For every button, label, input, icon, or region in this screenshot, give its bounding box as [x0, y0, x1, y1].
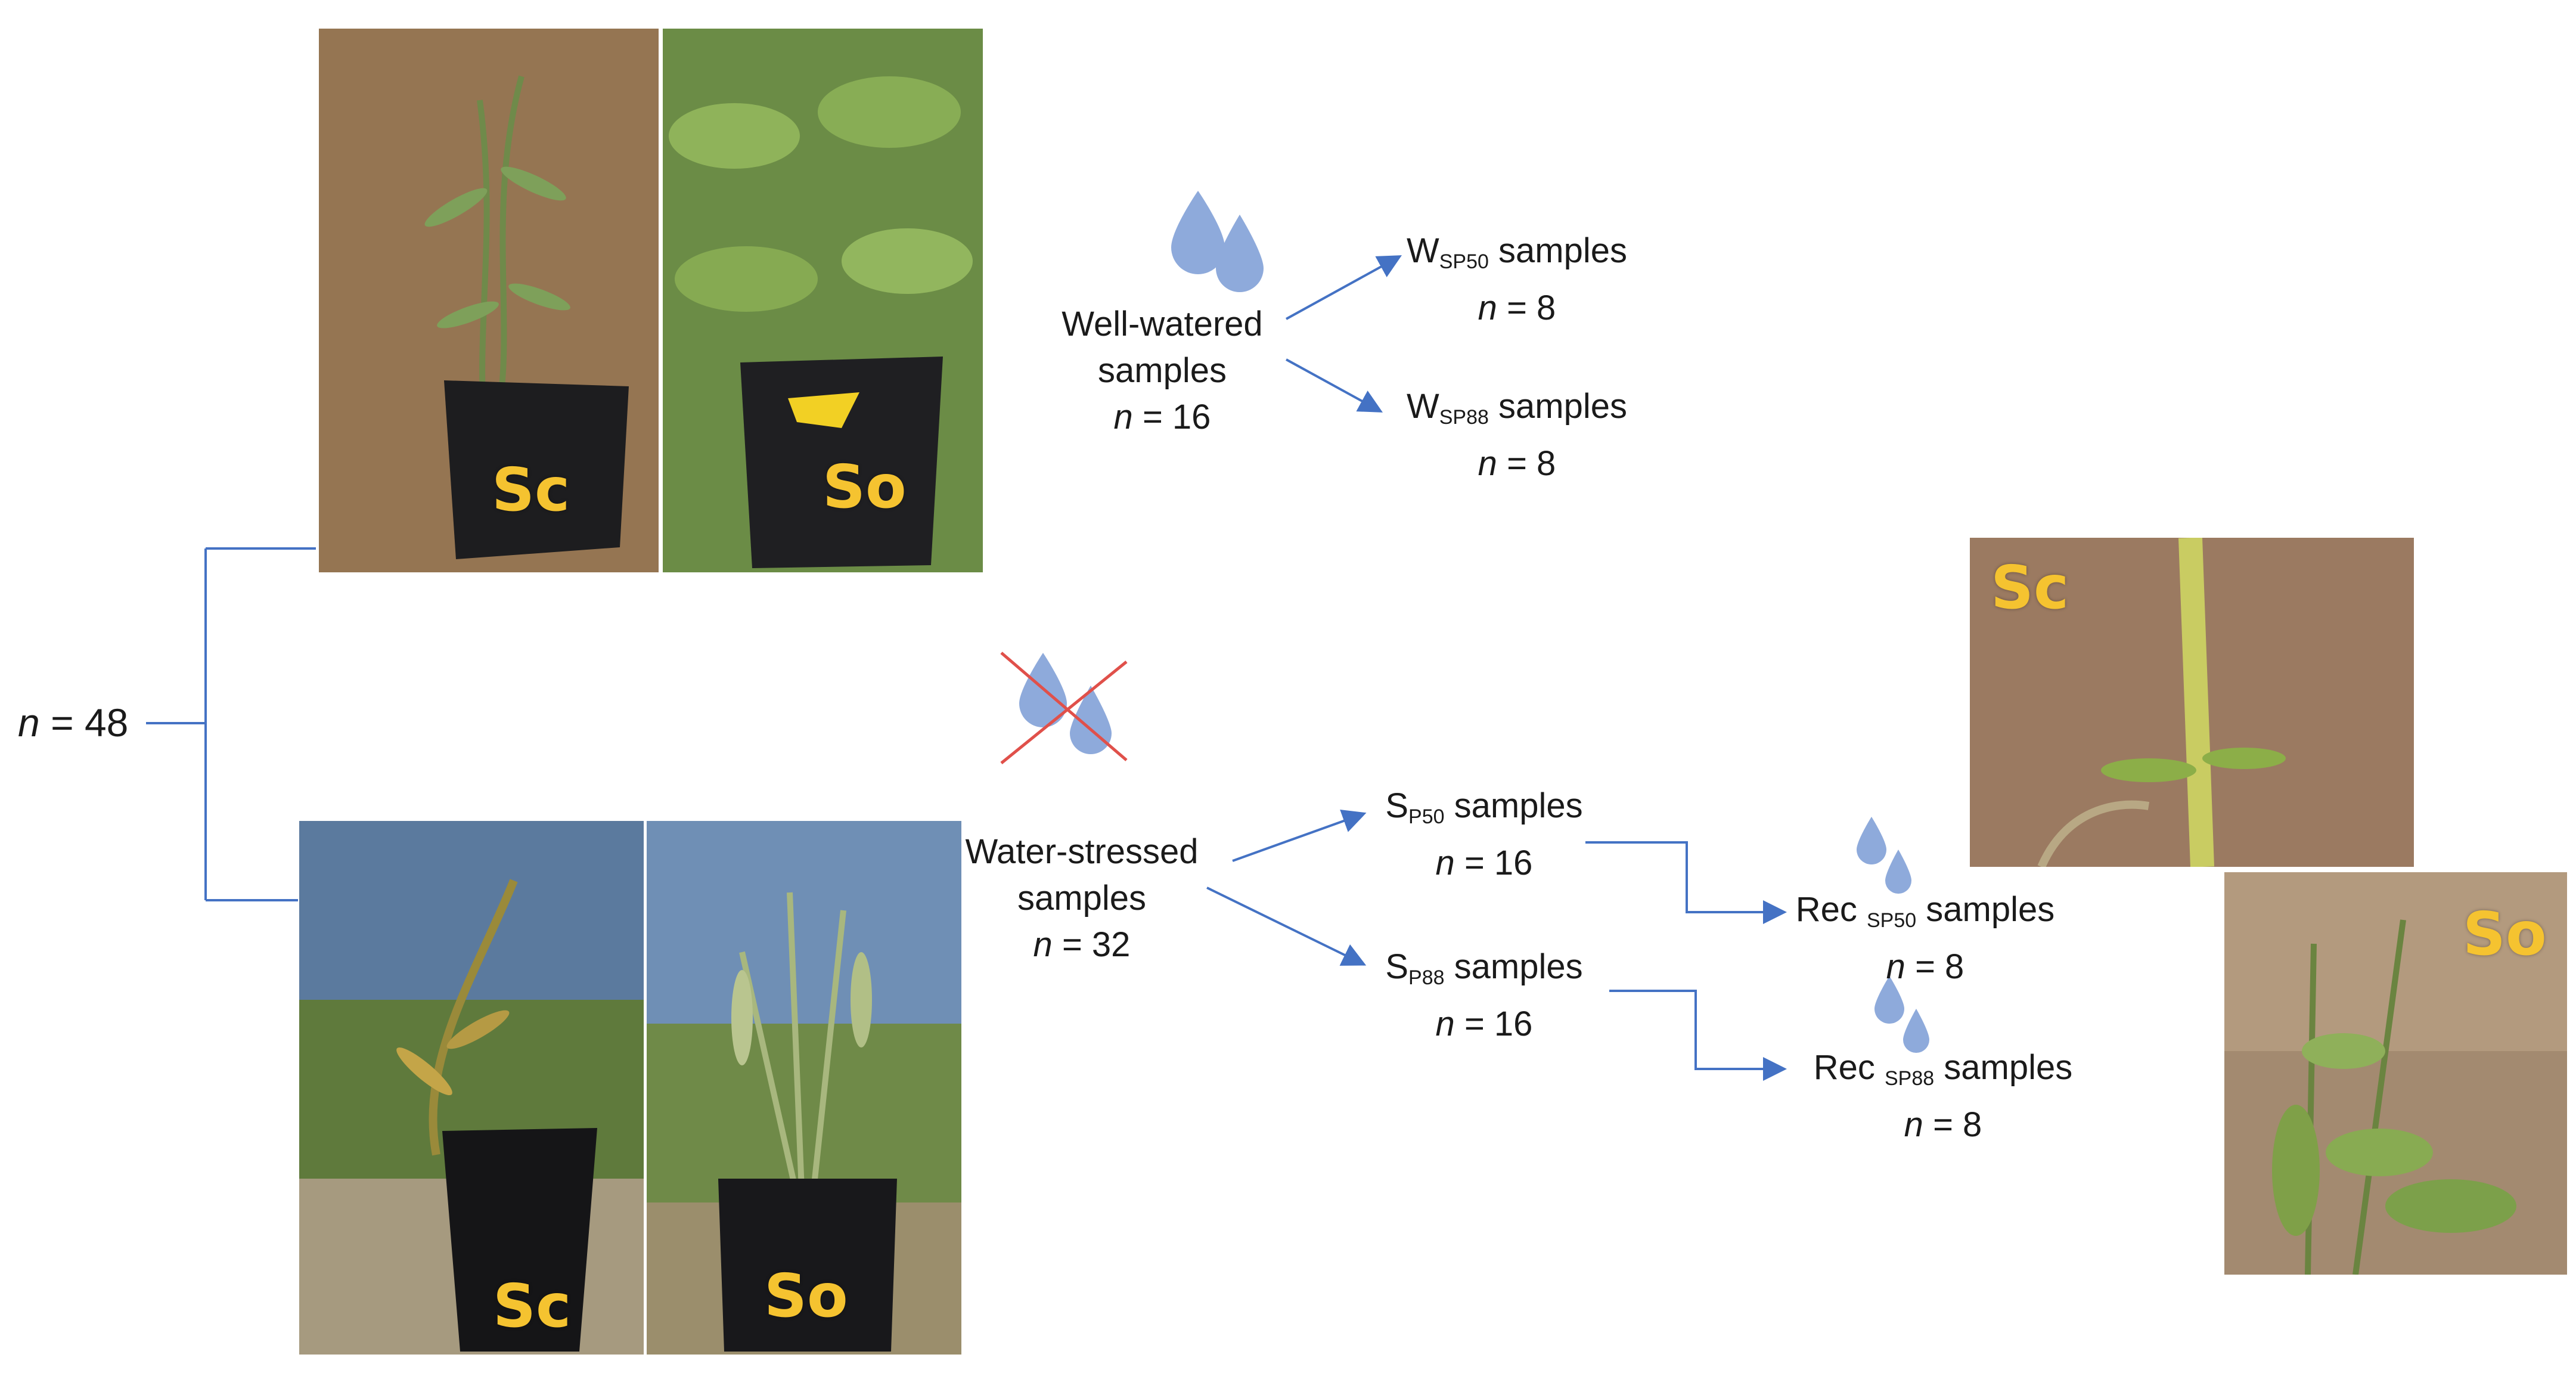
water-drops-icon: [1857, 817, 1911, 894]
recovery-sp88-label: Rec SP88 samples n = 8: [1803, 1045, 2083, 1148]
species-label-sc: Sc: [492, 455, 570, 525]
well-watered-title-line1: Well-watered: [1062, 305, 1263, 343]
arrow-ww-sp88: [1286, 358, 1383, 413]
branch-sp88-title: SP88 samples: [1385, 947, 1583, 989]
photo-water-stressed-sc: Sc: [299, 821, 644, 1355]
branch-sp50-title: SP50 samples: [1385, 786, 1583, 828]
arrow-ws-p50: [1232, 810, 1367, 862]
branch-sp88-count: n = 16: [1435, 1005, 1533, 1043]
root-bracket: [146, 547, 316, 901]
plant-photo-illustration: [647, 821, 961, 1355]
recovery-sp50-label: Rec SP50 samples n = 8: [1785, 887, 2065, 990]
plant-photo-illustration: [1970, 538, 2414, 867]
no-water-icon: [1000, 652, 1128, 764]
recovery-sp50-title: Rec SP50 samples: [1795, 890, 2055, 932]
water-drops-icon: [1171, 191, 1264, 292]
recovery-sp88-count: n = 8: [1904, 1105, 1982, 1144]
photo-recovery-so: So: [2224, 872, 2567, 1275]
recovery-sp50-count: n = 8: [1886, 947, 1964, 986]
branch-wsp88-count: n = 8: [1478, 444, 1556, 483]
plant-photo-illustration: [299, 821, 644, 1355]
well-watered-label: Well-watered samples n = 16: [1049, 301, 1275, 441]
water-drops-icon: [1874, 976, 1929, 1053]
species-label-so: So: [2463, 899, 2547, 969]
species-label-sc: Sc: [493, 1271, 572, 1341]
plant-photo-illustration: [2224, 872, 2567, 1275]
water-stressed-title-line1: Water-stressed: [965, 832, 1199, 871]
branch-wsp88-label: WSP88 samples n = 8: [1398, 383, 1636, 487]
arrow-ws-p88: [1206, 887, 1367, 966]
elbow-rec-sp50: [1585, 841, 1787, 924]
water-stressed-label: Water-stressed samples n = 32: [954, 829, 1210, 968]
elbow-rec-sp88: [1609, 990, 1787, 1081]
photo-recovery-sc: Sc: [1970, 538, 2414, 867]
photo-water-stressed-so: So: [647, 821, 961, 1355]
water-stressed-title-line2: samples: [1017, 879, 1146, 918]
plant-photo-illustration: [319, 29, 659, 572]
species-label-sc: Sc: [1991, 553, 2069, 622]
branch-wsp50-count: n = 8: [1478, 289, 1556, 327]
species-label-so: So: [823, 452, 907, 522]
recovery-sp88-title: Rec SP88 samples: [1813, 1048, 2073, 1090]
water-stressed-count: n = 32: [1033, 925, 1131, 964]
arrow-ww-sp50: [1286, 255, 1402, 320]
well-watered-title-line2: samples: [1098, 351, 1227, 390]
branch-sp50-count: n = 16: [1435, 844, 1533, 882]
branch-sp88-label: SP88 samples n = 16: [1365, 944, 1603, 1047]
plant-photo-illustration: [663, 29, 983, 572]
photo-well-watered-so: So: [663, 29, 983, 572]
well-watered-count: n = 16: [1113, 398, 1211, 436]
branch-wsp50-label: WSP50 samples n = 8: [1398, 228, 1636, 331]
species-label-so: So: [764, 1261, 848, 1331]
photo-well-watered-sc: Sc: [319, 29, 659, 572]
branch-wsp50-title: WSP50 samples: [1406, 231, 1628, 273]
root-sample-count: n = 48: [18, 701, 129, 745]
branch-sp50-label: SP50 samples n = 16: [1365, 783, 1603, 887]
branch-wsp88-title: WSP88 samples: [1406, 387, 1628, 429]
